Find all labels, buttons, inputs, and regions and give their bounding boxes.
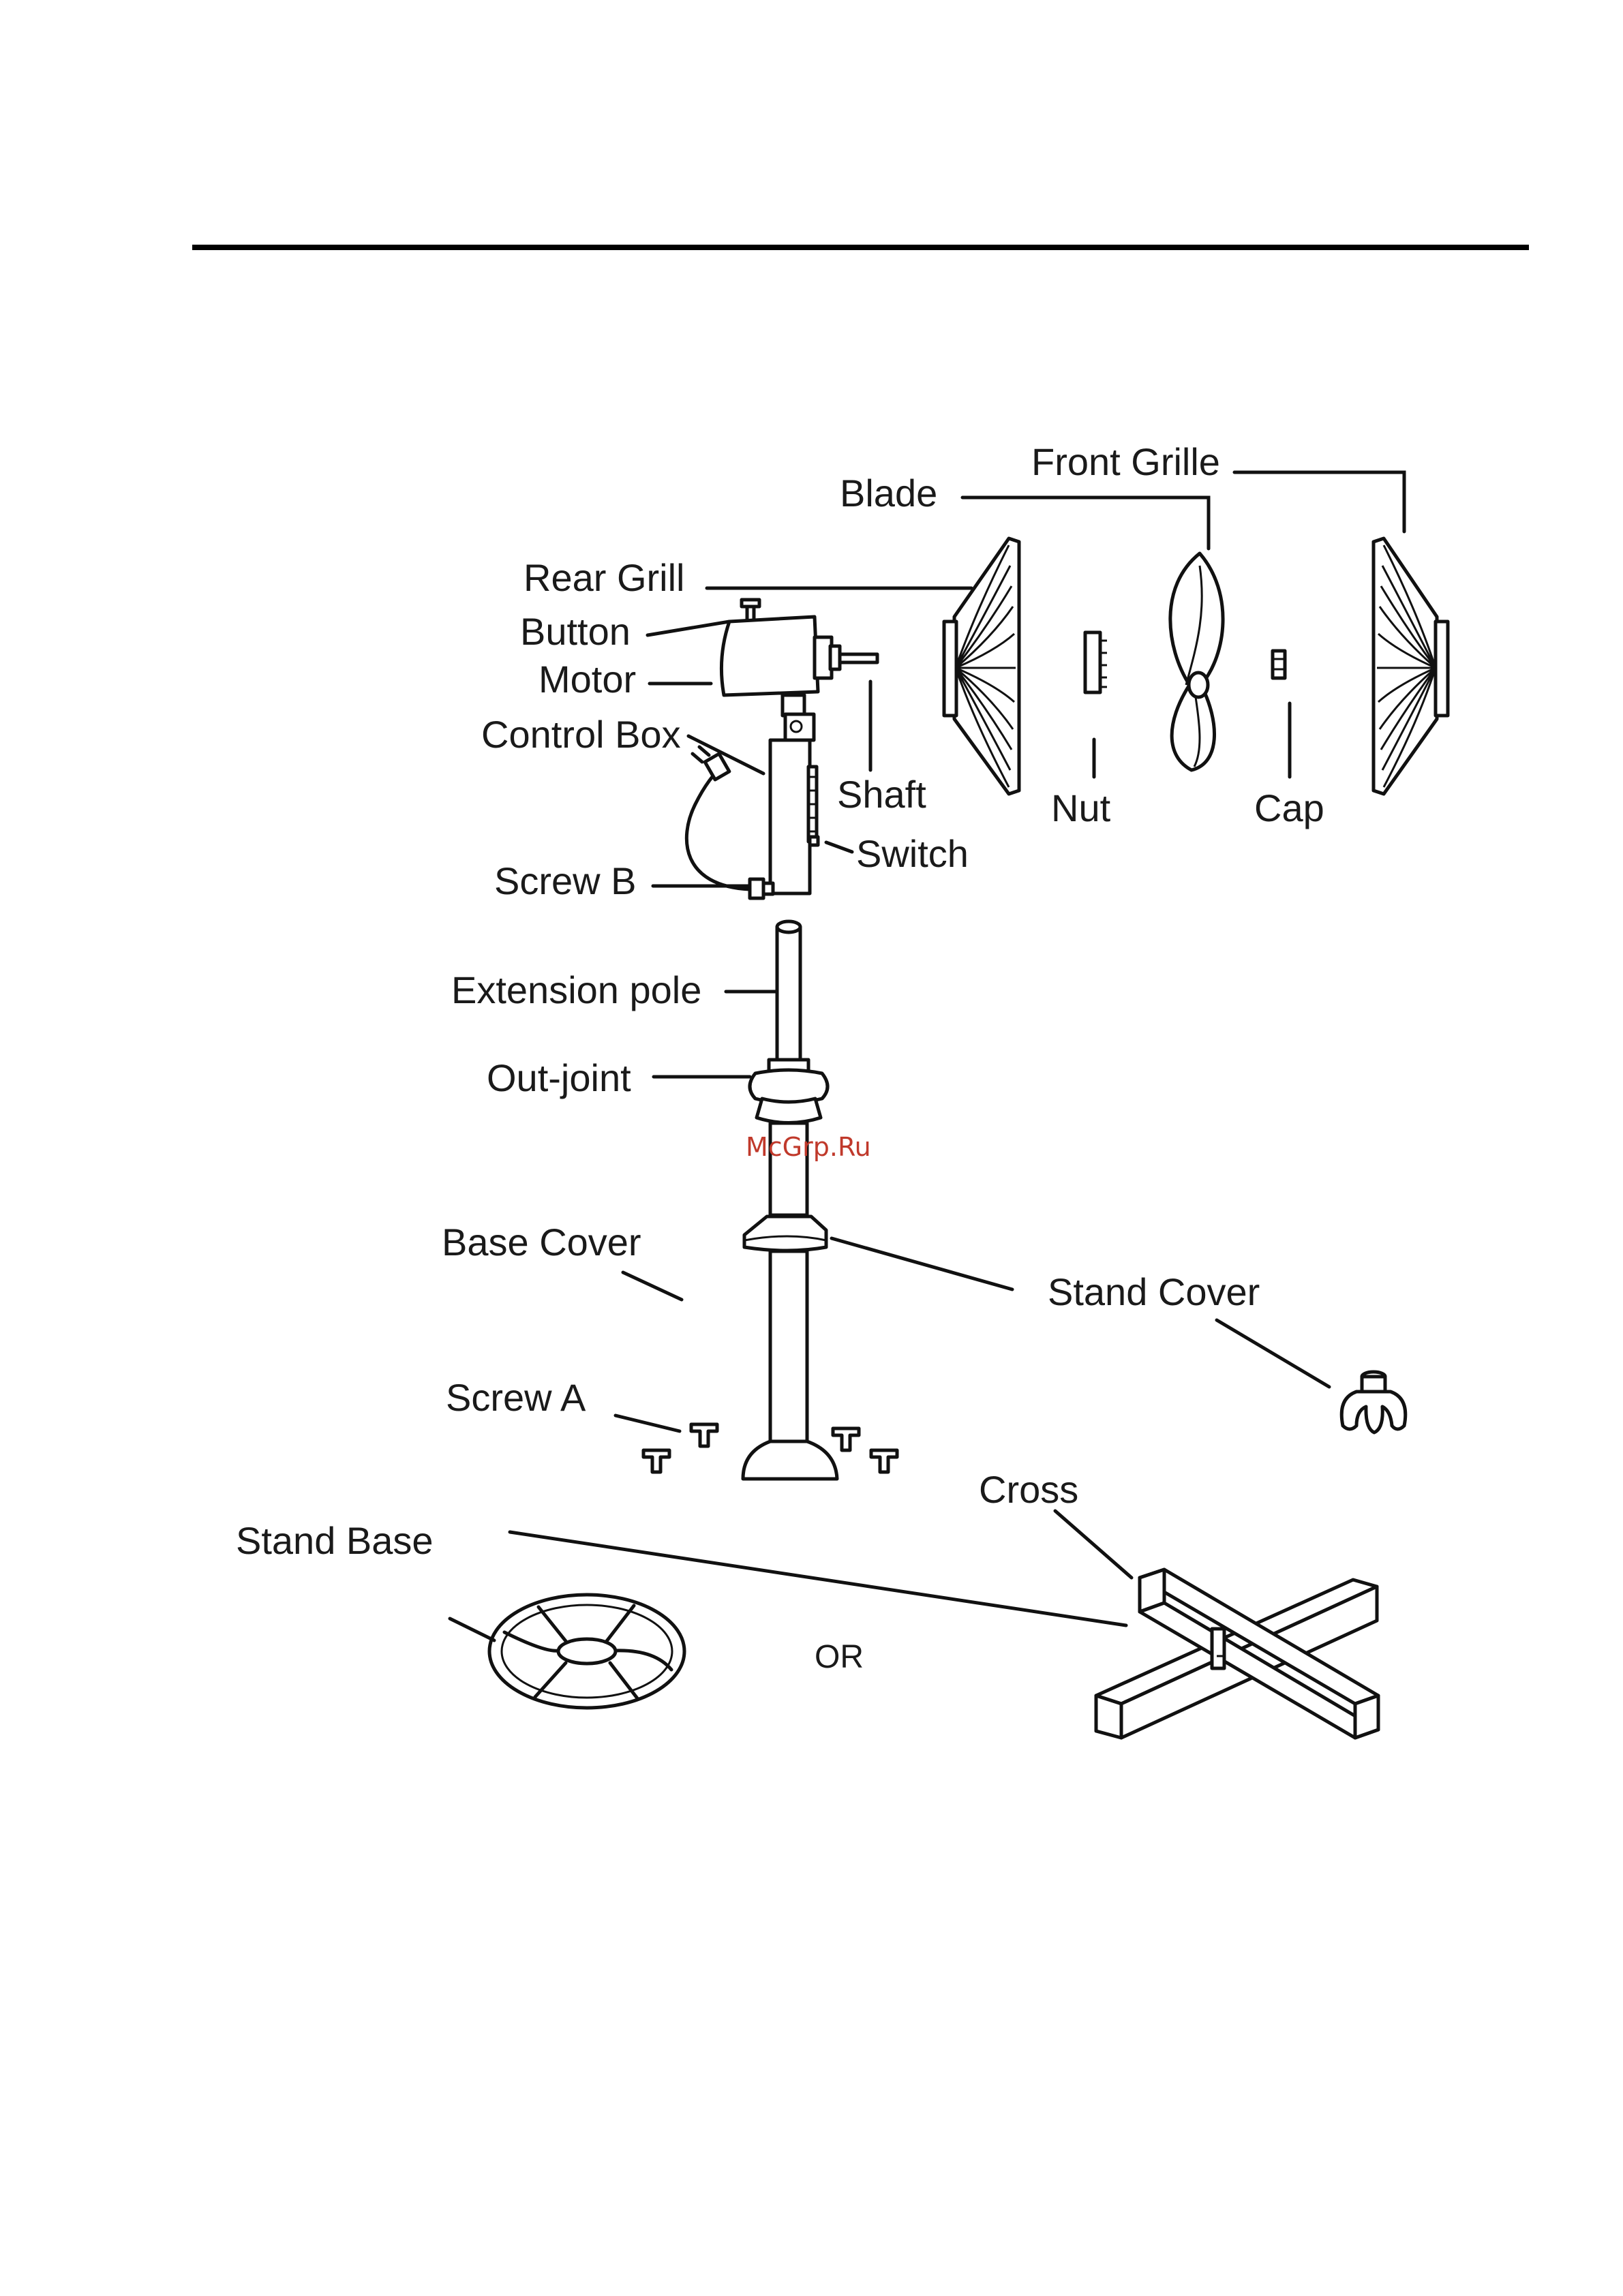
label-base-cover: Base Cover xyxy=(442,1221,641,1264)
pole-assembly-drawing xyxy=(743,921,837,1479)
label-cross: Cross xyxy=(979,1468,1078,1511)
label-nut: Nut xyxy=(1051,786,1111,829)
label-out-joint: Out-joint xyxy=(487,1056,631,1099)
label-motor: Motor xyxy=(539,658,636,701)
label-button: Button xyxy=(520,610,631,653)
label-stand-cover: Stand Cover xyxy=(1048,1270,1260,1313)
label-shaft: Shaft xyxy=(837,773,926,816)
label-stand-base: Stand Base xyxy=(236,1519,434,1562)
label-control-box: Control Box xyxy=(481,713,681,756)
label-screw-a: Screw A xyxy=(446,1376,586,1419)
label-cap: Cap xyxy=(1254,786,1324,829)
stand-base-ring-drawing xyxy=(489,1595,684,1708)
blade-drawing xyxy=(1170,553,1223,770)
stand-cover-drawing xyxy=(1341,1372,1406,1433)
label-switch: Switch xyxy=(856,832,969,875)
nut-drawing xyxy=(1085,632,1107,692)
cap-drawing xyxy=(1273,651,1285,678)
watermark: McGrp.Ru xyxy=(746,1132,871,1162)
label-extension-pole: Extension pole xyxy=(451,968,701,1011)
rear-grill-drawing xyxy=(944,538,1019,794)
front-grille-drawing xyxy=(1374,538,1448,794)
label-blade: Blade xyxy=(840,472,937,515)
label-front-grille: Front Grille xyxy=(1031,440,1220,483)
label-screw-b: Screw B xyxy=(494,859,637,902)
label-or: OR xyxy=(815,1639,864,1675)
label-rear-grill: Rear Grill xyxy=(524,556,684,599)
cross-base-drawing xyxy=(1096,1570,1378,1738)
